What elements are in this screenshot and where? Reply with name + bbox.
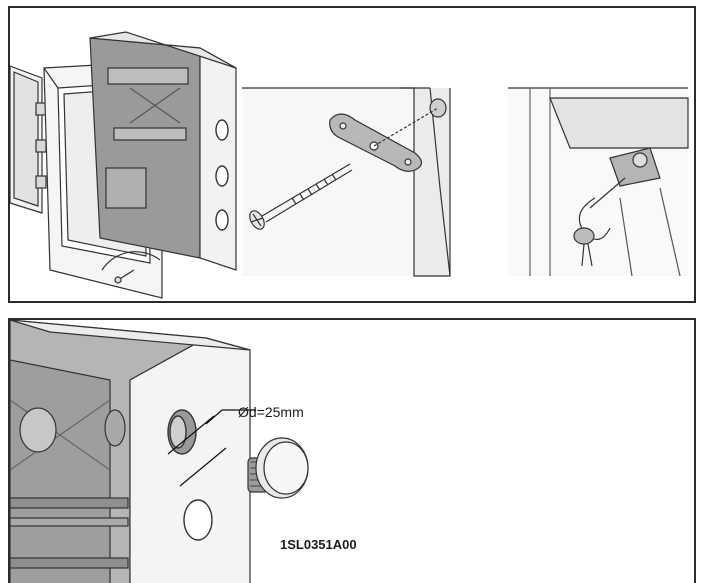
assembly-drawing — [10, 31, 689, 299]
frame-screw — [101, 251, 161, 284]
open-knockout-hole — [167, 409, 197, 455]
plug-part-number: 1SL0351A00 — [280, 537, 357, 552]
side-knockouts — [215, 119, 229, 231]
diameter-dimension-lines — [167, 409, 256, 487]
enclosure-corner-interior — [10, 320, 208, 583]
enclosure-box-body — [89, 31, 237, 271]
closed-knockout — [183, 499, 213, 541]
enclosure-door — [10, 65, 47, 214]
assembly-illustration-panel — [8, 6, 696, 303]
wall-fixing-detail — [242, 87, 451, 277]
knockout-detail-panel: Ød=25mm 1SL0351A00 — [8, 318, 696, 583]
knockout-diameter-label: Ød=25mm — [238, 404, 304, 420]
wall-screw — [249, 163, 353, 230]
blanking-plug — [247, 437, 309, 499]
seal-tie-detail — [508, 87, 689, 277]
knockout-drawing — [10, 320, 309, 583]
